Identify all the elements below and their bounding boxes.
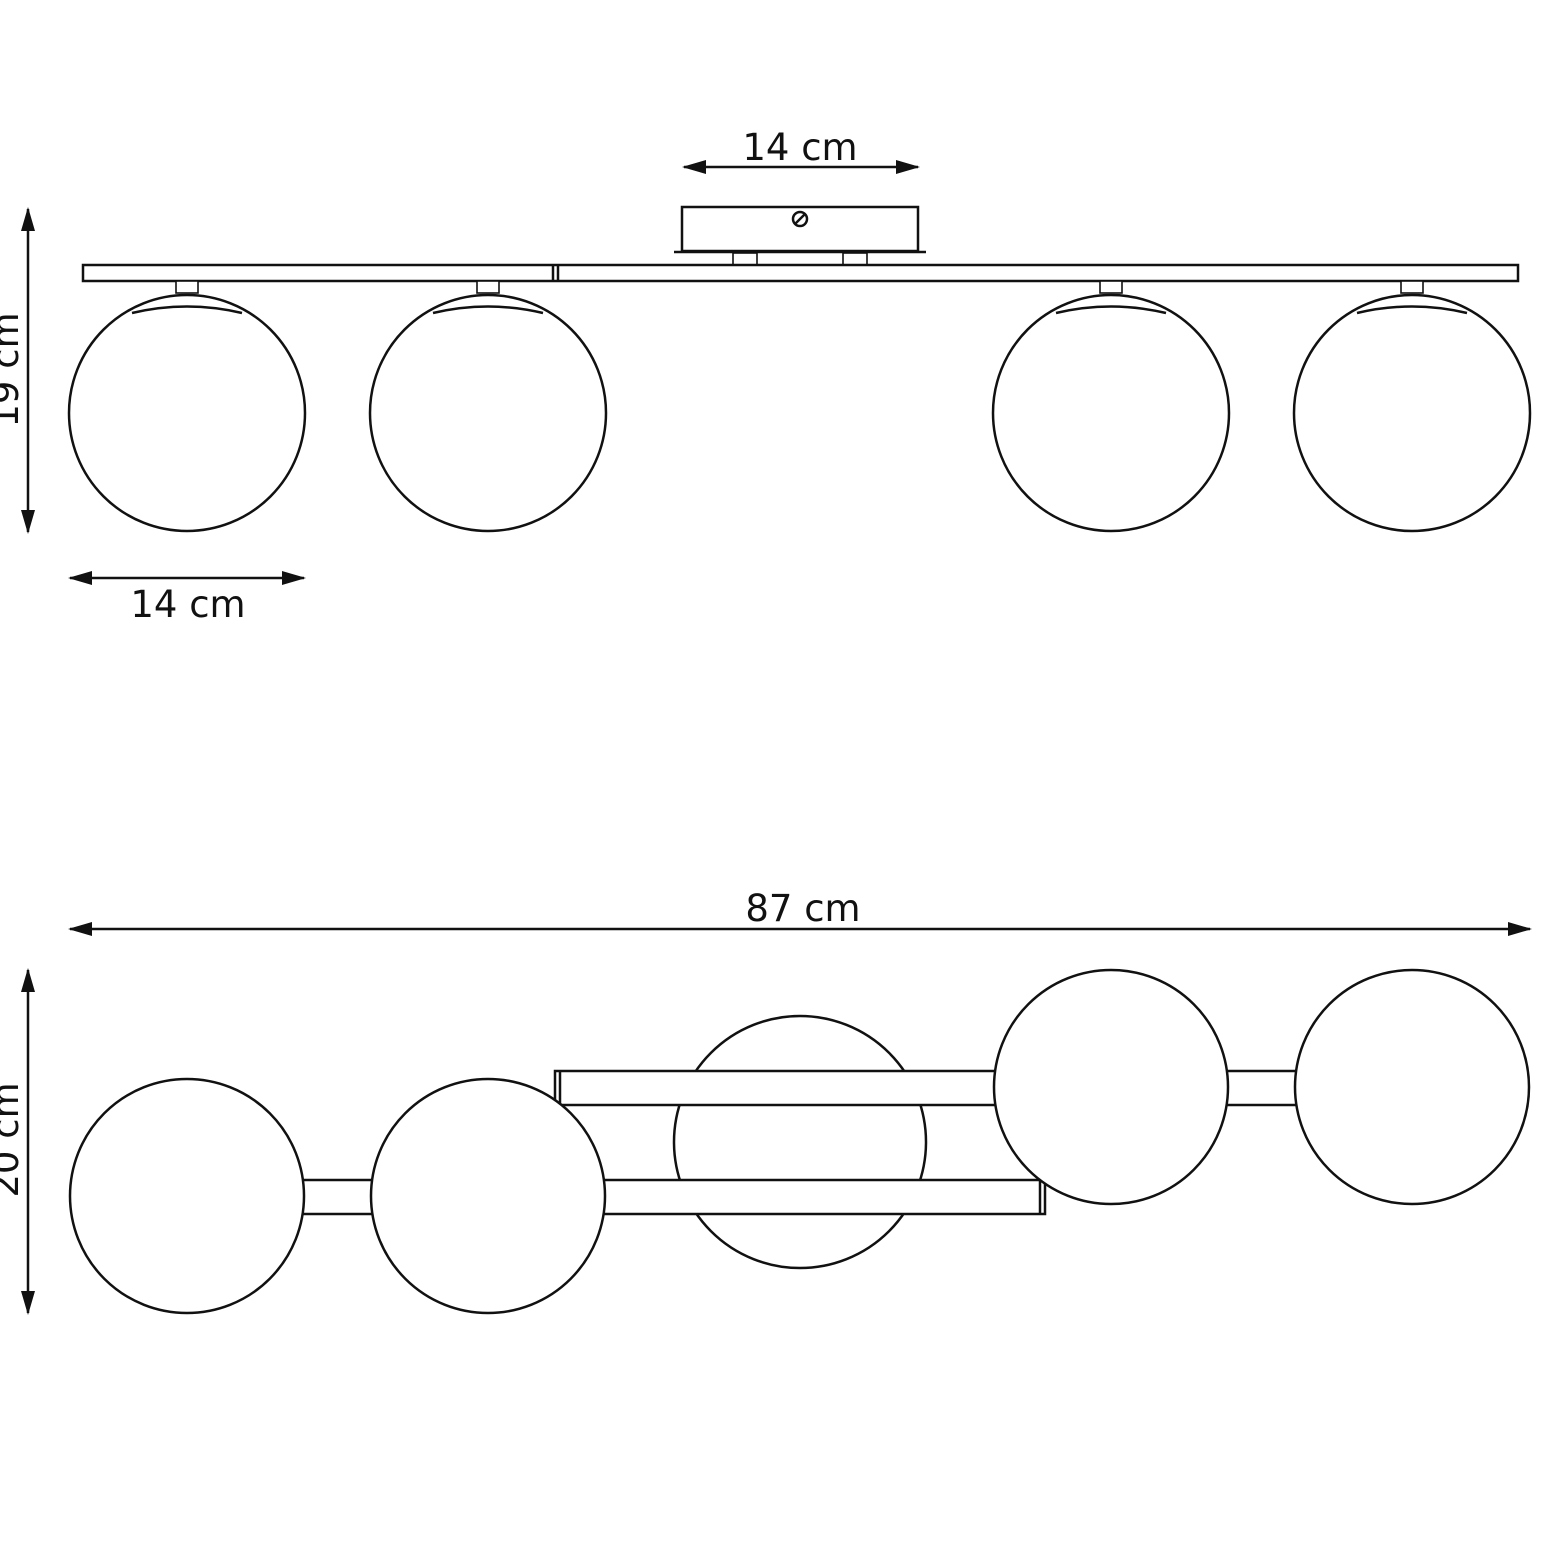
canopy-width-label: 14 cm	[742, 126, 857, 169]
total-length-label: 87 cm	[745, 887, 860, 930]
side-view: 14 cm 19 cm	[0, 126, 1532, 626]
globe-diameter-label: 14 cm	[130, 583, 245, 626]
screw-slot	[794, 213, 806, 225]
side-globe-4	[1292, 280, 1532, 533]
depth-label: 20 cm	[0, 1082, 27, 1197]
canopy-disc	[672, 1014, 928, 1270]
side-globe-2	[368, 280, 608, 533]
mounting-bar	[81, 263, 1520, 283]
top-globe-4	[1293, 968, 1531, 1206]
side-globe-3	[991, 280, 1231, 533]
top-globe-3	[992, 968, 1230, 1206]
canopy-connector-left	[732, 252, 758, 266]
top-view: 87 cm 20 cm	[0, 887, 1532, 1315]
side-globe-1	[67, 280, 307, 533]
top-globe-1	[68, 1077, 306, 1315]
height-label: 19 cm	[0, 312, 27, 427]
top-globe-2	[369, 1077, 607, 1315]
canopy-connector-right	[842, 252, 868, 266]
